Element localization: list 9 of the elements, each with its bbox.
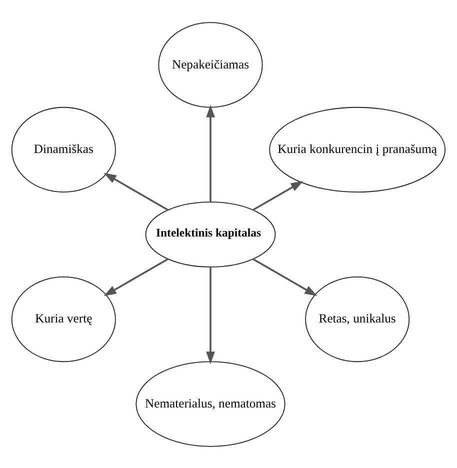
arrow bbox=[206, 104, 215, 202]
arrow bbox=[104, 258, 168, 296]
arrow bbox=[252, 180, 304, 210]
node-ellipse: Nematerialus, nematomas bbox=[136, 360, 286, 446]
arrow bbox=[252, 258, 318, 296]
arrow bbox=[206, 266, 215, 364]
node-ellipse: Intelektinis kapitalas bbox=[145, 201, 276, 267]
node-ellipse: Nepakeičiamas bbox=[158, 22, 263, 108]
arrow bbox=[104, 172, 168, 210]
